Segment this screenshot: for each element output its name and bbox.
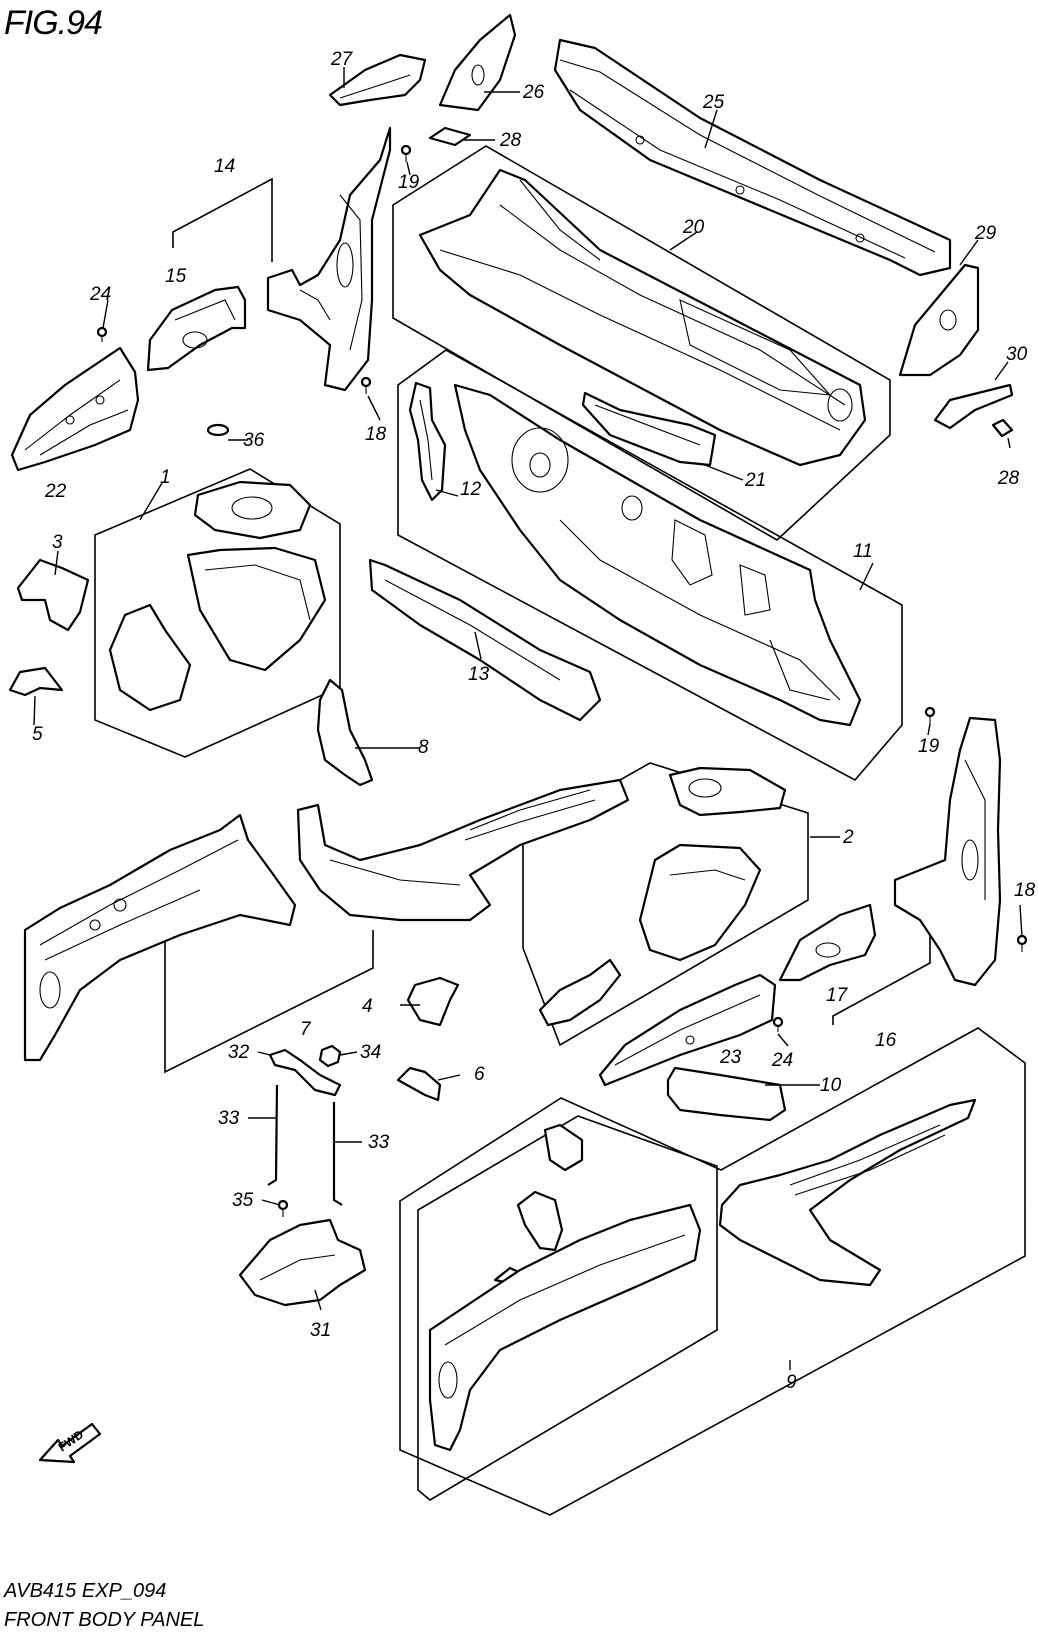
- callout-4: 4: [362, 996, 373, 1017]
- callout-7: 7: [300, 1019, 312, 1040]
- part-31-bracket: [238, 1218, 367, 1307]
- callout-13: 13: [468, 664, 490, 685]
- group-outline-11: [397, 349, 903, 782]
- callout-19-right: 19: [918, 736, 940, 757]
- part-28-plate-right: [991, 418, 1014, 438]
- callout-34: 34: [360, 1042, 381, 1063]
- callout-9: 9: [786, 1372, 797, 1393]
- part-17-gusset: [778, 903, 877, 982]
- part-24-bolt-left: [96, 326, 108, 342]
- part-33-rod-right: [332, 1102, 343, 1206]
- callout-18-right: 18: [1014, 880, 1036, 901]
- part-15-gusset: [146, 285, 247, 372]
- part-5-bracket: [8, 666, 64, 697]
- part-6-bracket: [396, 1066, 442, 1102]
- callout-8: 8: [418, 737, 429, 758]
- part-20-cowl-panel: [418, 168, 867, 467]
- callout-14: 14: [214, 156, 235, 177]
- callout-12: 12: [460, 479, 482, 500]
- callout-31: 31: [310, 1320, 331, 1341]
- part-3-bracket: [16, 558, 90, 632]
- callout-24-right: 24: [771, 1050, 793, 1071]
- part-13-reinforcement: [368, 558, 602, 722]
- callout-21: 21: [744, 470, 766, 491]
- part-9-side-member-assembly: [428, 1098, 977, 1452]
- part-4-bracket: [406, 976, 460, 1027]
- part-7-apron-assembly: [23, 778, 630, 1062]
- figure-code: AVB415 EXP_094: [3, 1580, 166, 1602]
- callout-28-right: 28: [997, 468, 1020, 489]
- part-21-cowl-lower: [581, 391, 717, 467]
- callout-26: 26: [522, 82, 545, 103]
- group-outline-9-outer: [399, 1027, 1026, 1516]
- callout-17: 17: [826, 985, 849, 1006]
- part-18-bolt-left: [360, 376, 372, 394]
- part-2-strut-housing-rh: [538, 766, 787, 1027]
- callout-27: 27: [330, 49, 354, 70]
- part-1-strut-housing: [108, 480, 327, 712]
- callout-18-left: 18: [365, 424, 387, 445]
- callout-29: 29: [974, 223, 997, 244]
- callout-36: 36: [243, 430, 265, 451]
- part-33-rod-left: [267, 1084, 279, 1186]
- callout-22: 22: [44, 481, 67, 502]
- fwd-arrow-icon: FWD: [38, 1422, 102, 1464]
- callout-5: 5: [32, 724, 43, 745]
- part-14-side-panel: [266, 126, 392, 392]
- part-32-stay: [268, 1048, 342, 1097]
- callout-2: 2: [842, 827, 854, 848]
- callout-32: 32: [228, 1042, 250, 1063]
- part-25-cross-member: [553, 38, 952, 277]
- part-34-nut: [318, 1044, 342, 1068]
- callout-16: 16: [875, 1030, 897, 1051]
- part-27-bracket: [328, 53, 427, 107]
- callout-24-left: 24: [89, 284, 111, 305]
- part-8-gusset: [316, 678, 374, 787]
- callout-3: 3: [52, 532, 63, 553]
- part-23-front-side-member-rh: [598, 973, 777, 1087]
- callout-25: 25: [702, 92, 725, 113]
- figure-name: FRONT BODY PANEL: [4, 1609, 204, 1631]
- part-26-bracket: [438, 13, 517, 112]
- bracket-7: [164, 920, 374, 1074]
- bracket-16: [832, 925, 931, 1025]
- part-16-side-panel-rh: [893, 716, 1002, 987]
- callout-labels: 1 2 3 4 5 6 7 8 9 10 11 12 13 14 15 16 1…: [32, 49, 1036, 1393]
- group-outline-20: [392, 145, 891, 541]
- part-12-bracket: [408, 381, 447, 502]
- callout-11: 11: [853, 541, 873, 562]
- callout-20: 20: [682, 217, 705, 238]
- callout-15: 15: [165, 266, 187, 287]
- group-outline-9-inner: [417, 1115, 718, 1501]
- part-19-bolt-top: [400, 144, 412, 162]
- callout-35: 35: [232, 1190, 254, 1211]
- part-22-front-side-member: [10, 346, 140, 472]
- part-10-bracket: [666, 1066, 787, 1122]
- leader-lines: [33, 67, 1023, 1370]
- part-29-side-bracket: [898, 263, 980, 377]
- part-30-bracket: [933, 383, 1014, 430]
- callout-28-top: 28: [499, 130, 522, 151]
- part-11-dash-panel: [453, 383, 862, 727]
- callout-6: 6: [474, 1064, 485, 1085]
- part-24-bolt-right: [772, 1016, 784, 1032]
- callout-10: 10: [820, 1075, 842, 1096]
- part-35-bolt: [277, 1199, 289, 1217]
- callout-23: 23: [719, 1047, 742, 1068]
- callout-33-left: 33: [218, 1108, 240, 1129]
- callout-1: 1: [160, 467, 171, 488]
- callout-33-right: 33: [368, 1132, 390, 1153]
- bracket-14: [172, 177, 273, 262]
- part-28-plate: [428, 126, 472, 147]
- callout-19-top: 19: [398, 172, 420, 193]
- part-36-clip: [206, 423, 230, 437]
- part-19-bolt-right: [924, 706, 936, 724]
- part-18-bolt-right: [1016, 934, 1028, 952]
- figure-title: FIG.94: [4, 4, 102, 42]
- callout-30: 30: [1006, 344, 1028, 365]
